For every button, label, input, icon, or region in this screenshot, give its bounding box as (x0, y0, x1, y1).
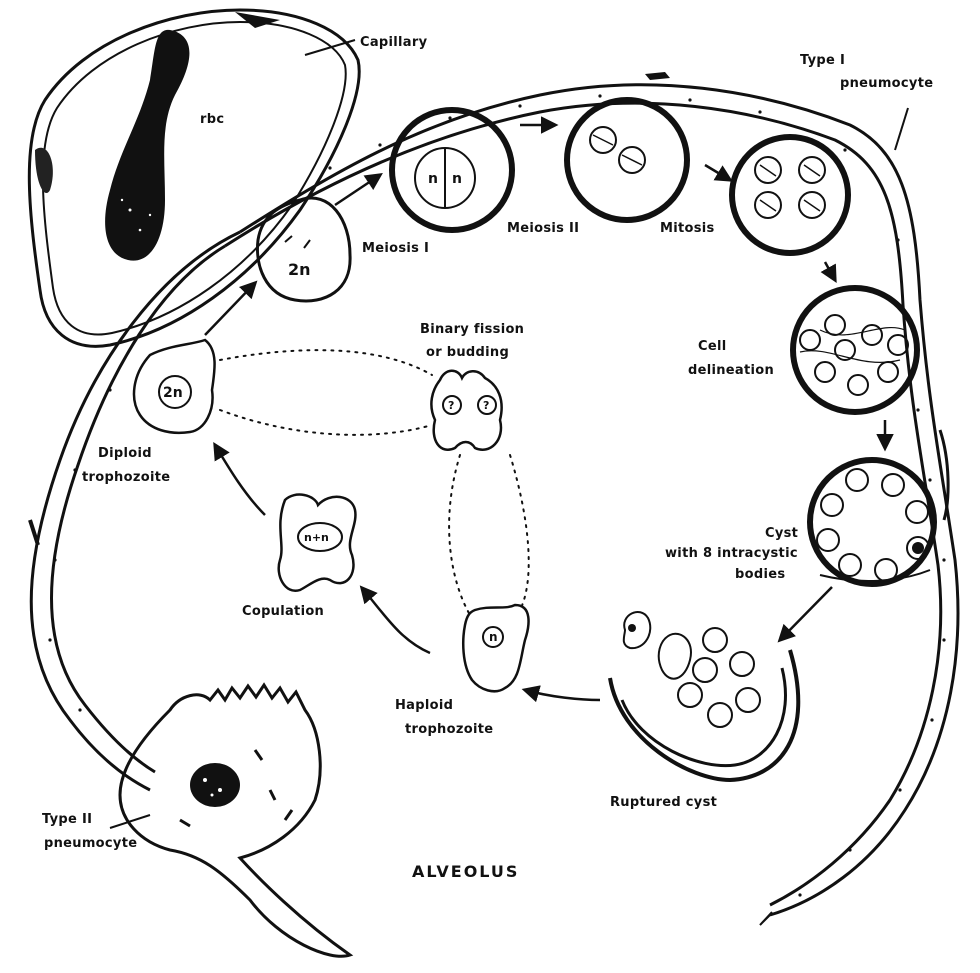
copulation-cells: n+n (279, 495, 356, 591)
label-cell-line1: Cell (698, 339, 726, 354)
type2-pneumocyte (120, 685, 350, 956)
arrow-ruptured-to-haploid (525, 690, 600, 700)
svg-text:?: ? (483, 399, 489, 412)
label-binary-line1: Binary fission (420, 322, 524, 337)
label-mitosis: Mitosis (660, 221, 715, 236)
arrow-copulation-to-diploid (215, 445, 265, 515)
svg-text:?: ? (448, 399, 454, 412)
eight-nucleus-cell (732, 137, 848, 253)
label-meiosis-2: Meiosis II (507, 221, 579, 236)
cell-delineation-cyst (793, 288, 917, 412)
label-type1-line2: pneumocyte (840, 76, 933, 91)
alveolar-wall (30, 72, 958, 925)
label-binary-line2: or budding (426, 345, 509, 360)
svg-text:n: n (428, 171, 438, 187)
label-ruptured-cyst: Ruptured cyst (610, 795, 717, 810)
arrow-diploid-to-meiosis1 (205, 283, 255, 335)
label-capillary: Capillary (360, 35, 428, 50)
label-diploid-line2: trophozoite (82, 470, 170, 485)
svg-text:n: n (489, 630, 498, 644)
label-cyst-line3: bodies (735, 567, 785, 582)
meiosis-2-cell: n n (392, 110, 512, 230)
label-rbc: rbc (200, 112, 224, 127)
mature-cyst (810, 460, 934, 584)
arrow-haploid-to-copulation (362, 588, 430, 653)
label-haploid-line2: trophozoite (405, 722, 493, 737)
ruptured-cyst (610, 612, 798, 780)
label-type2-line2: pneumocyte (44, 836, 137, 851)
haploid-trophozoite: n (463, 605, 528, 691)
label-cell-line2: delineation (688, 363, 774, 378)
arrow-mitosis-to-eight (705, 165, 730, 180)
mitosis-cell (567, 100, 687, 220)
label-cyst-line1: Cyst (765, 526, 798, 541)
svg-text:n+n: n+n (304, 531, 329, 544)
label-type1-line1: Type I (800, 53, 845, 68)
label-diploid-line1: Diploid (98, 446, 152, 461)
rbc-shape (105, 30, 189, 261)
label-type2-line1: Type II (42, 812, 92, 827)
arrow-cyst-to-ruptured (780, 587, 832, 640)
capillary (29, 10, 359, 346)
label-cyst-line2: with 8 intracystic (665, 546, 798, 561)
label-meiosis-1: Meiosis I (362, 241, 429, 256)
arrow-eight-to-delineation (825, 262, 835, 280)
diploid-trophozoite: 2n (134, 340, 215, 433)
label-alveolus: ALVEOLUS (412, 862, 519, 881)
label-copulation: Copulation (242, 604, 324, 619)
binary-fission-cells: ? ? (431, 371, 501, 450)
svg-text:n: n (452, 171, 462, 187)
label-haploid-line1: Haploid (395, 698, 453, 713)
meiosis-1-ploidy: 2n (288, 260, 311, 279)
meiosis-1-cell: 2n (257, 198, 350, 301)
svg-text:2n: 2n (163, 385, 183, 401)
